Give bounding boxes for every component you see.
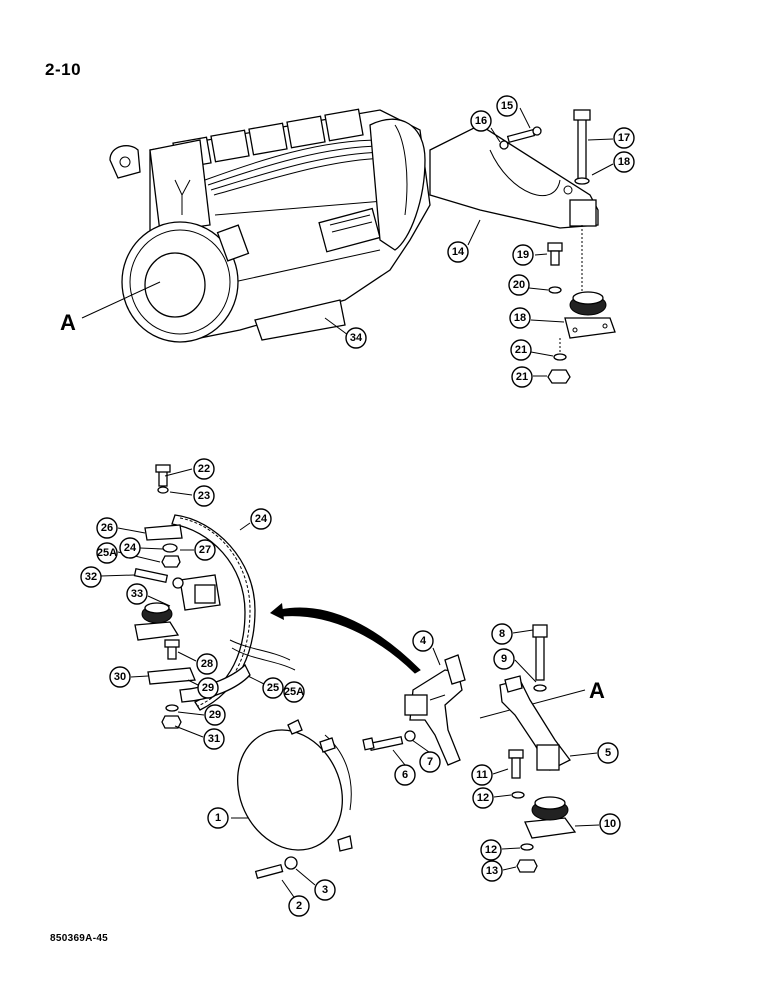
callout-13: 13 — [481, 860, 503, 882]
svg-text:31: 31 — [208, 733, 220, 745]
callout-20: 19 — [512, 244, 534, 266]
callout-1: 1 — [207, 807, 229, 829]
callout-34: 34 — [345, 327, 367, 349]
svg-text:18: 18 — [618, 156, 630, 168]
svg-text:21: 21 — [515, 344, 527, 356]
callout-11: 11 — [471, 764, 493, 786]
callout-28: 28 — [196, 653, 218, 675]
callout-8: 8 — [491, 623, 513, 645]
page-number: 2-10 — [45, 60, 82, 79]
callout-33: 33 — [126, 583, 148, 605]
svg-text:22: 22 — [198, 463, 210, 475]
svg-text:26: 26 — [101, 522, 113, 534]
callout-12b: 12 — [480, 839, 502, 861]
flywheel-housing-cover — [237, 719, 353, 852]
svg-text:14: 14 — [452, 246, 465, 258]
svg-text:29: 29 — [209, 709, 221, 721]
svg-text:5: 5 — [605, 747, 611, 759]
svg-text:20: 20 — [513, 279, 525, 291]
callout-29b: 29 — [204, 704, 226, 726]
svg-text:2: 2 — [296, 900, 302, 912]
svg-text:15: 15 — [501, 100, 513, 112]
svg-text:1: 1 — [215, 812, 221, 824]
svg-text:12: 12 — [477, 792, 489, 804]
svg-text:30: 30 — [114, 671, 126, 683]
callout-26: 26 — [96, 517, 118, 539]
svg-text:9: 9 — [501, 653, 507, 665]
callout-27: 27 — [194, 539, 216, 561]
callout-14: 14 — [447, 241, 469, 263]
callout-15: 15 — [496, 95, 518, 117]
svg-text:7: 7 — [427, 756, 433, 768]
document-code: 850369A-45 — [50, 933, 109, 944]
svg-text:4: 4 — [420, 635, 427, 647]
arrow-leader — [270, 603, 421, 674]
engine-mount-bracket — [429, 124, 599, 229]
svg-text:17: 17 — [618, 132, 630, 144]
callout-23: 22 — [193, 458, 215, 480]
callout-19: 18 — [509, 307, 531, 329]
svg-text:12: 12 — [485, 844, 497, 856]
callout-18: 18 — [613, 151, 635, 173]
hardware-bolt — [506, 126, 542, 144]
callout-5: 5 — [597, 742, 619, 764]
reference-letter-a-2: A — [589, 678, 605, 703]
svg-text:11: 11 — [476, 769, 488, 781]
callout-25: 24 — [250, 508, 272, 530]
callout-2: 2 — [288, 895, 310, 917]
engine-mount-bracket — [499, 675, 571, 771]
svg-text:25: 25 — [267, 682, 279, 694]
callout-6: 6 — [394, 764, 416, 786]
callout-30: 30 — [109, 666, 131, 688]
svg-text:28: 28 — [201, 658, 213, 670]
callout-21b: 21 — [510, 339, 532, 361]
svg-text:25A: 25A — [97, 547, 117, 559]
rubber-isolator-mount — [564, 291, 616, 339]
engine-illustration — [109, 108, 431, 343]
rubber-isolator-mount — [524, 796, 577, 839]
svg-text:33: 33 — [131, 588, 143, 600]
svg-text:10: 10 — [604, 818, 616, 830]
callout-16: 16 — [470, 110, 492, 132]
svg-text:24: 24 — [255, 513, 268, 525]
svg-text:8: 8 — [499, 628, 505, 640]
callout-4: 4 — [412, 630, 434, 652]
svg-text:27: 27 — [199, 544, 211, 556]
callout-24: 23 — [193, 485, 215, 507]
svg-text:18: 18 — [514, 312, 526, 324]
svg-text:21: 21 — [516, 371, 528, 383]
reference-letter-a: A — [60, 310, 76, 335]
svg-text:19: 19 — [517, 249, 529, 261]
callout-12: 12 — [472, 787, 494, 809]
callout-31: 31 — [203, 728, 225, 750]
svg-text:6: 6 — [402, 769, 408, 781]
washer — [499, 140, 509, 150]
callout-22: 21 — [511, 366, 533, 388]
callout-25a-b: 25A — [283, 681, 305, 703]
svg-text:29: 29 — [202, 682, 214, 694]
svg-text:25A: 25A — [284, 686, 304, 698]
callout-7: 7 — [419, 751, 441, 773]
svg-text:32: 32 — [85, 571, 97, 583]
callout-17: 17 — [613, 127, 635, 149]
svg-text:23: 23 — [198, 490, 210, 502]
callout-10: 10 — [599, 813, 621, 835]
callout-3: 3 — [314, 879, 336, 901]
callout-9: 9 — [493, 648, 515, 670]
callout-24b: 24 — [119, 537, 141, 559]
callout-21: 20 — [508, 274, 530, 296]
svg-text:16: 16 — [475, 115, 487, 127]
svg-text:34: 34 — [350, 332, 363, 344]
svg-text:24: 24 — [124, 542, 137, 554]
callout-29: 29 — [197, 677, 219, 699]
engine-mount-bracket — [404, 654, 466, 766]
callout-25b: 25 — [262, 677, 284, 699]
callout-32: 32 — [80, 566, 102, 588]
svg-text:3: 3 — [322, 884, 328, 896]
callout-25a: 25A — [96, 542, 118, 564]
svg-text:13: 13 — [486, 865, 498, 877]
